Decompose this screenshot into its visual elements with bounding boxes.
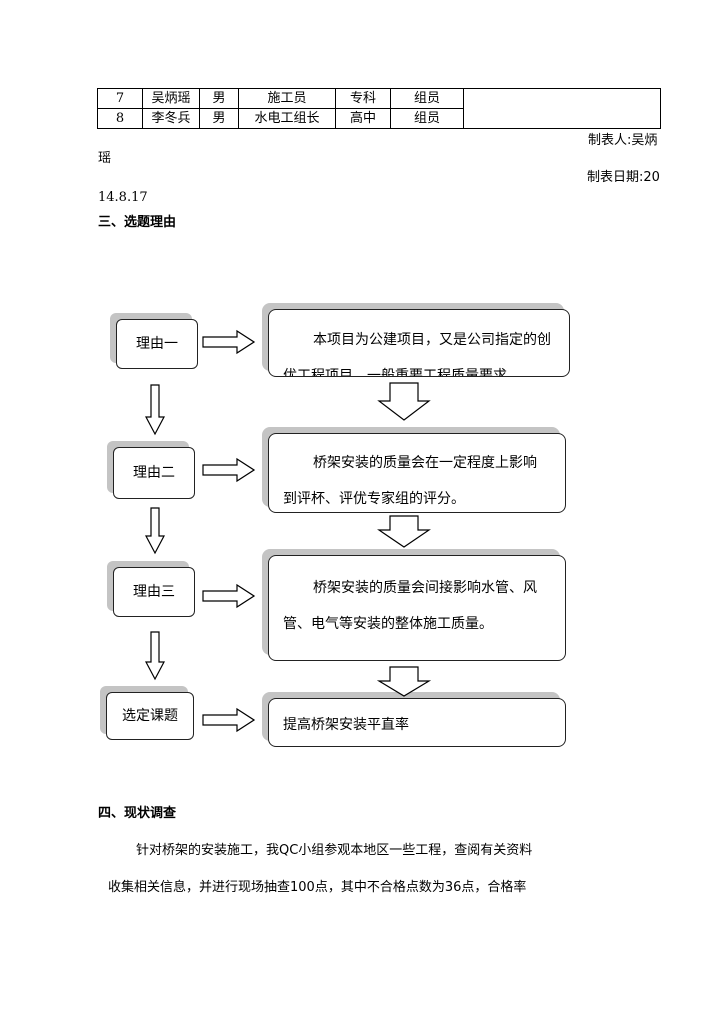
result-content-box: 提高桥架安装平直率	[268, 698, 566, 747]
arrow-down-icon	[376, 666, 432, 697]
reason-3-box: 理由三	[113, 567, 195, 617]
reason-3-content-box: 桥架安装的质量会间接影响水管、风 管、电气等安装的整体施工质量。	[268, 555, 566, 661]
date-line1: 制表日期:20	[587, 170, 660, 185]
cell-role: 组员	[390, 88, 464, 109]
reason-1-box: 理由一	[116, 319, 198, 369]
reason-2-label: 理由二	[133, 465, 175, 481]
section4-paragraph-line2: 收集相关信息，并进行现场抽查100点，其中不合格点数为36点，合格率	[108, 880, 527, 895]
reason-3-text-line2: 管、电气等安装的整体施工质量。	[283, 616, 493, 632]
arrow-right-icon	[202, 707, 256, 733]
table-row: 7 吴炳瑶 男 施工员 专科 组员	[97, 88, 661, 129]
reason-2-text-line2: 到评杯、评优专家组的评分。	[283, 491, 465, 507]
reason-2-text-line1: 桥架安装的质量会在一定程度上影响	[313, 455, 537, 471]
cell-note	[463, 88, 661, 129]
arrow-down-icon	[377, 515, 431, 548]
cell-role: 组员	[390, 108, 464, 129]
cell-no: 8	[97, 108, 143, 129]
result-text: 提高桥架安装平直率	[283, 717, 409, 733]
arrow-down-icon	[145, 384, 165, 436]
arrow-right-icon	[202, 583, 256, 609]
section4-heading: 四、现状调查	[98, 806, 177, 821]
reason-1-content-box: 本项目为公建项目，又是公司指定的创 优工程项目，一般重要工程质量要求	[268, 309, 570, 377]
reason-2-box: 理由二	[113, 447, 195, 499]
arrow-right-icon	[202, 457, 256, 483]
selected-topic-label: 选定课题	[122, 708, 178, 724]
arrow-down-icon	[145, 631, 165, 681]
date-line2: 14.8.17	[98, 190, 148, 205]
selected-topic-box: 选定课题	[106, 692, 194, 740]
member-table: 7 吴炳瑶 男 施工员 专科 组员 8 李冬兵 男 水电工组长 高中 组员	[97, 88, 661, 129]
reason-1-label: 理由一	[136, 336, 178, 352]
cell-name: 吴炳瑶	[142, 88, 200, 109]
cell-job: 施工员	[238, 88, 336, 109]
cell-education: 专科	[335, 88, 391, 109]
cell-education: 高中	[335, 108, 391, 129]
arrow-down-icon	[145, 507, 165, 555]
section4-paragraph-line1: 针对桥架的安装施工，我QC小组参观本地区一些工程，查阅有关资料	[136, 843, 533, 858]
cell-job: 水电工组长	[238, 108, 336, 129]
reason-3-label: 理由三	[133, 584, 175, 600]
section3-heading: 三、选题理由	[98, 215, 177, 230]
table-row: 8 李冬兵 男 水电工组长 高中 组员	[97, 108, 661, 129]
reason-1-text-line1: 本项目为公建项目，又是公司指定的创	[313, 332, 551, 348]
reason-3-text-line1: 桥架安装的质量会间接影响水管、风	[313, 580, 537, 596]
maker-line1: 制表人:吴炳	[588, 133, 658, 148]
reason-2-content-box: 桥架安装的质量会在一定程度上影响 到评杯、评优专家组的评分。	[268, 433, 566, 513]
arrow-down-icon	[377, 382, 431, 421]
arrow-right-icon	[202, 329, 256, 355]
cell-gender: 男	[199, 88, 239, 109]
reason-1-text-line2: 优工程项目，一般重要工程质量要求	[283, 368, 507, 377]
cell-gender: 男	[199, 108, 239, 129]
maker-line2: 瑶	[98, 151, 112, 166]
cell-name: 李冬兵	[142, 108, 200, 129]
cell-no: 7	[97, 88, 143, 109]
